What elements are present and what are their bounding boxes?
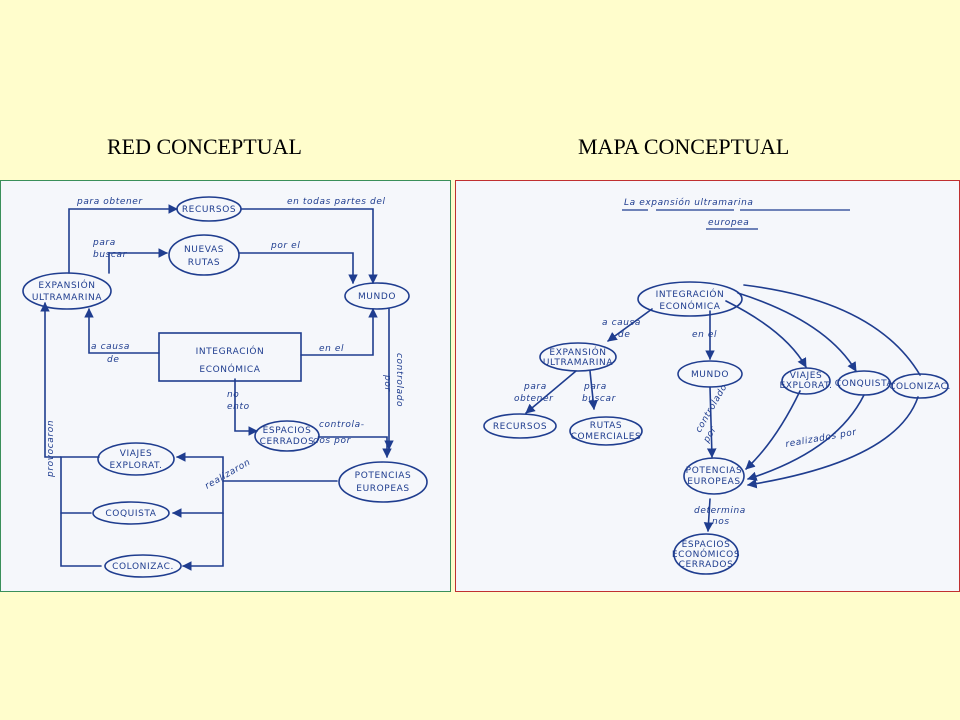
svg-text:ECONÓMICA: ECONÓMICA <box>199 363 260 375</box>
red-conceptual-diagram: RECURSOS NUEVAS RUTAS EXPANSIÓN ULTRAMAR… <box>22 196 428 578</box>
red-node-nuevas-rutas: NUEVAS RUTAS <box>168 234 240 276</box>
red-node-expansion: EXPANSIÓN ULTRAMARINA <box>22 272 112 310</box>
red-node-potencias-europeas: POTENCIAS EUROPEAS <box>338 461 428 503</box>
svg-text:ESPACIOS: ESPACIOS <box>263 426 312 436</box>
link-dos-por: dos por <box>313 436 352 446</box>
mapa-node-colonizac: COLONIZAC. <box>889 373 951 399</box>
svg-text:NUEVAS: NUEVAS <box>184 245 224 255</box>
svg-text:COLONIZAC.: COLONIZAC. <box>889 382 951 392</box>
svg-text:ULTRAMARINA: ULTRAMARINA <box>543 358 613 368</box>
mapa-node-expansion: EXPANSIÓN ULTRAMARINA <box>539 342 617 372</box>
svg-text:CONQUISTA: CONQUISTA <box>835 379 894 389</box>
link-de: de <box>618 330 630 340</box>
mapa-node-potencias: POTENCIAS EUROPEAS <box>683 457 745 495</box>
svg-text:CERRADOS: CERRADOS <box>679 560 734 570</box>
mapa-conceptual-diagram: La expansión ultramarina europea INTE <box>483 197 951 575</box>
svg-text:MUNDO: MUNDO <box>358 292 396 302</box>
link-a-causa: a causa <box>602 318 641 328</box>
svg-text:MUNDO: MUNDO <box>691 370 729 380</box>
link-buscar: buscar <box>93 250 128 260</box>
red-node-recursos: RECURSOS <box>176 196 242 222</box>
svg-text:CERRADOS: CERRADOS <box>260 437 315 447</box>
svg-text:RECURSOS: RECURSOS <box>182 205 236 215</box>
mapa-node-recursos: RECURSOS <box>483 413 557 439</box>
mapa-node-rutas-comerciales: RUTAS COMERCIALES <box>569 416 643 446</box>
link-determina: determina <box>694 506 746 516</box>
mapa-conceptual-panel: La expansión ultramarina europea INTE <box>455 180 960 592</box>
svg-text:La expansión ultramarina: La expansión ultramarina <box>624 197 754 208</box>
red-node-viajes-explorat: VIAJES EXPLORAT. <box>97 442 175 476</box>
red-connectors <box>40 204 394 571</box>
red-conceptual-panel: RECURSOS NUEVAS RUTAS EXPANSIÓN ULTRAMAR… <box>0 180 451 592</box>
svg-text:EXPANSIÓN: EXPANSIÓN <box>549 346 606 358</box>
red-node-conquista: COQUISTA <box>92 501 170 525</box>
svg-text:VIAJES: VIAJES <box>120 449 153 459</box>
mapa-node-conquista: CONQUISTA <box>835 370 894 396</box>
link-en-todas-partes: en todas partes del <box>287 197 386 207</box>
svg-text:europea: europea <box>708 218 749 228</box>
svg-text:EXPLORAT.: EXPLORAT. <box>109 461 162 471</box>
mapa-node-integracion: INTEGRACIÓN ECONÓMICA <box>637 281 743 317</box>
link-en-el: en el <box>319 344 344 354</box>
link-ento: ento <box>227 402 250 412</box>
red-node-integracion: INTEGRACIÓN ECONÓMICA <box>158 332 302 382</box>
svg-text:RECURSOS: RECURSOS <box>493 422 547 432</box>
mapa-node-viajes: VIAJES EXPLORAT. <box>779 367 832 395</box>
svg-text:EXPLORAT.: EXPLORAT. <box>779 381 832 391</box>
svg-text:POTENCIAS: POTENCIAS <box>355 471 412 481</box>
svg-text:ESPACIOS: ESPACIOS <box>682 540 731 550</box>
link-para-obtener: para obtener <box>76 197 143 207</box>
red-node-espacios-cerrados: ESPACIOS CERRADOS <box>254 420 320 452</box>
red-link-labels: para obtener en todas partes del para bu… <box>46 197 404 492</box>
link-a-causa: a causa <box>91 342 130 352</box>
svg-text:INTEGRACIÓN: INTEGRACIÓN <box>196 345 265 357</box>
link-nos: nos <box>712 517 730 527</box>
svg-text:ECONÓMICOS: ECONÓMICOS <box>672 548 740 560</box>
link-controlado: controlado <box>394 353 404 407</box>
link-para-2: para <box>583 382 607 392</box>
link-por-el: por el <box>270 241 300 251</box>
link-realizaron: realizaron <box>204 457 253 491</box>
svg-text:RUTAS: RUTAS <box>188 258 221 268</box>
link-controla: controla- <box>319 420 365 430</box>
svg-text:EUROPEAS: EUROPEAS <box>687 477 740 487</box>
link-de: de <box>107 355 119 365</box>
link-para-1: para <box>523 382 547 392</box>
svg-text:POTENCIAS: POTENCIAS <box>686 466 743 476</box>
svg-text:COLONIZAC.: COLONIZAC. <box>112 562 174 572</box>
mapa-node-espacios: ESPACIOS ECONÓMICOS CERRADOS <box>672 533 740 575</box>
svg-text:ULTRAMARINA: ULTRAMARINA <box>32 293 102 303</box>
mapa-conceptual-heading: MAPA CONCEPTUAL <box>578 134 790 159</box>
red-node-colonizac: COLONIZAC. <box>104 554 182 578</box>
link-realizados-por: realizados por <box>785 427 858 449</box>
svg-text:ECONÓMICA: ECONÓMICA <box>659 300 720 312</box>
link-por: por <box>382 374 392 392</box>
mapa-node-mundo: MUNDO <box>677 360 743 388</box>
red-node-mundo: MUNDO <box>344 282 410 310</box>
svg-text:EXPANSIÓN: EXPANSIÓN <box>38 279 95 291</box>
red-conceptual-heading: RED CONCEPTUAL <box>107 134 302 159</box>
svg-text:VIAJES: VIAJES <box>790 371 823 381</box>
mapa-title: La expansión ultramarina europea <box>622 197 850 230</box>
svg-text:EUROPEAS: EUROPEAS <box>356 484 409 494</box>
link-buscar: buscar <box>582 394 617 404</box>
svg-text:INTEGRACIÓN: INTEGRACIÓN <box>656 288 725 300</box>
svg-text:RUTAS: RUTAS <box>590 421 623 431</box>
svg-text:COMERCIALES: COMERCIALES <box>571 432 642 442</box>
link-obtener: obtener <box>514 394 554 404</box>
link-para: para <box>92 238 116 248</box>
mapa-connectors <box>525 284 921 532</box>
link-no: no <box>227 390 239 400</box>
link-provocaron: provocaron <box>46 420 56 478</box>
svg-text:COQUISTA: COQUISTA <box>105 509 156 519</box>
link-en-el: en el <box>692 330 717 340</box>
